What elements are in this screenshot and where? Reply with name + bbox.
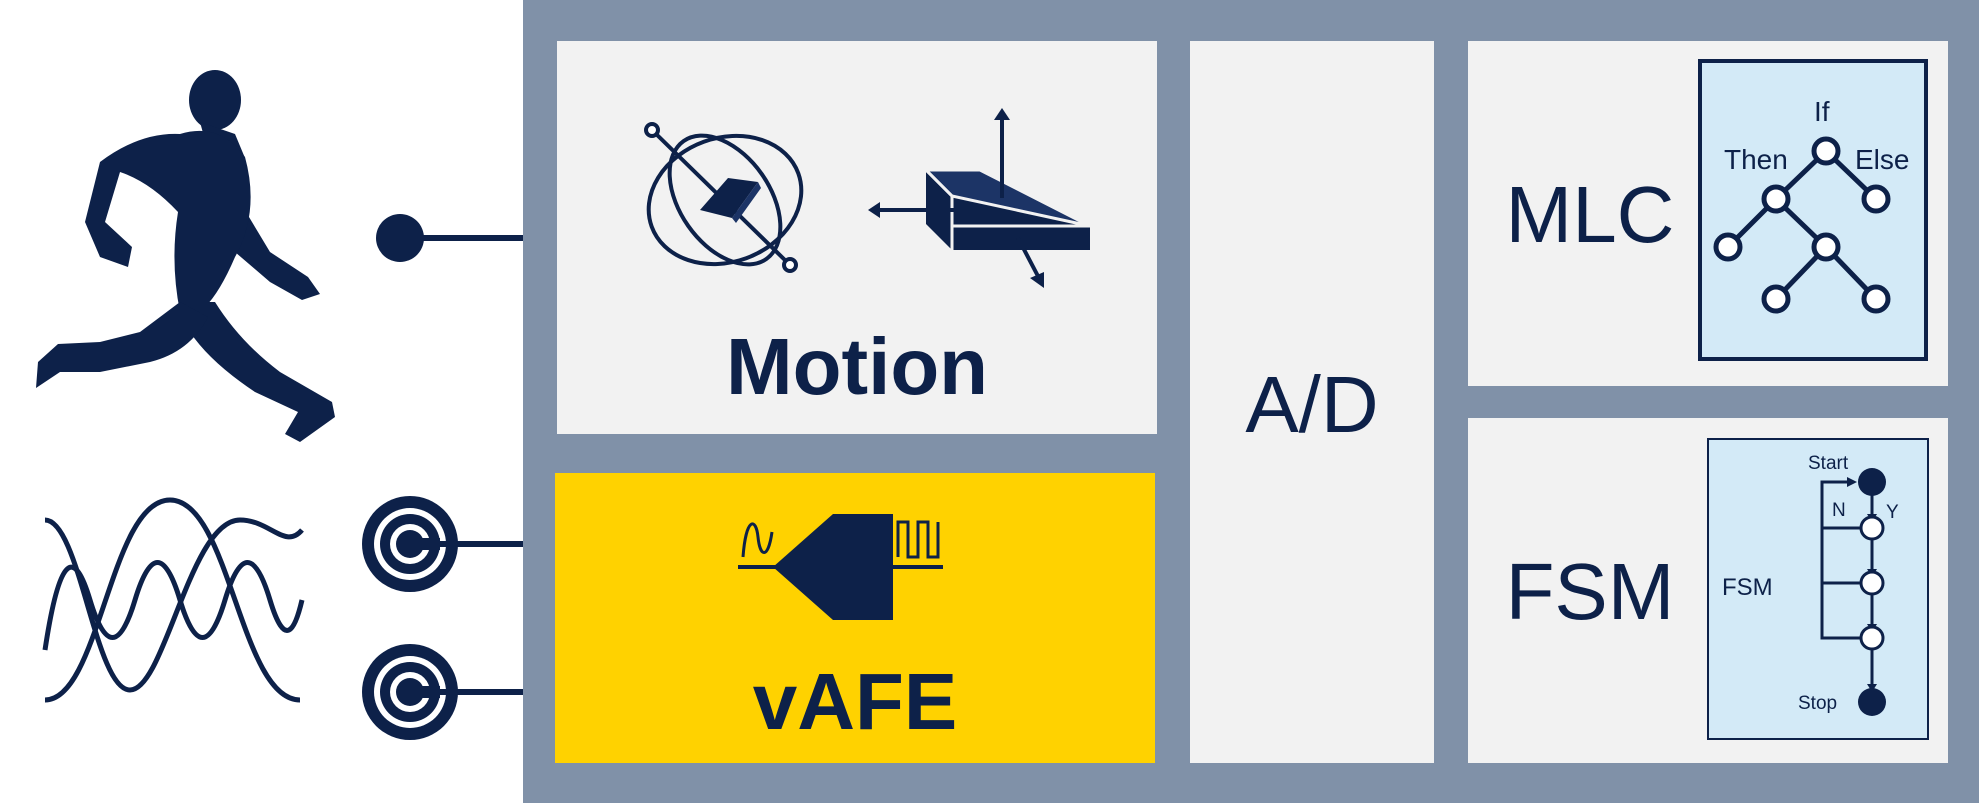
decision-tree-icon (1713, 136, 1891, 314)
amplifier-icon (738, 514, 943, 620)
stop-label: Stop (1798, 693, 1838, 714)
state-machine-icon (1820, 468, 1886, 716)
decision-tree-panel (1698, 59, 1928, 361)
ad-converter-block (1190, 41, 1434, 763)
running-person-icon (36, 70, 335, 442)
state-machine-panel (1707, 438, 1929, 740)
else-label: Else (1855, 144, 1910, 175)
yes-label: Y (1886, 502, 1899, 523)
then-label: Then (1724, 144, 1788, 175)
gyroscope-icon (644, 122, 804, 273)
no-label: N (1832, 500, 1846, 521)
if-label: If (1814, 96, 1830, 127)
start-label: Start (1808, 453, 1849, 474)
accelerometer-axes-icon (868, 108, 1091, 288)
mlc-label: MLC (1505, 170, 1675, 259)
motion-label: Motion (725, 322, 989, 411)
sine-waves-icon (42, 497, 305, 703)
vafe-label: vAFE (752, 657, 958, 746)
fsm-inner-label: FSM (1722, 574, 1773, 601)
ad-label: A/D (1245, 360, 1379, 449)
fsm-label: FSM (1505, 547, 1675, 636)
